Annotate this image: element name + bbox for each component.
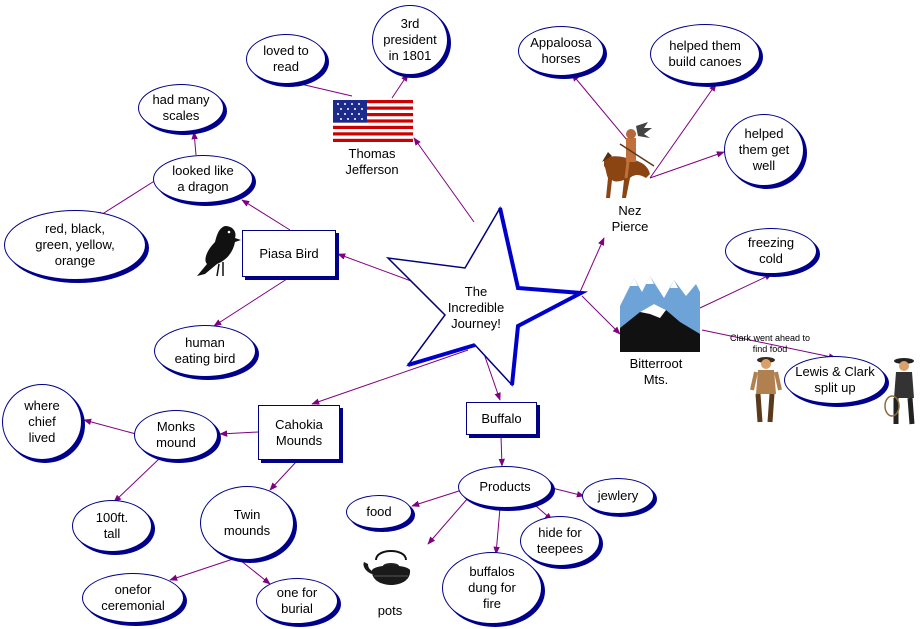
build-canoes-node[interactable]: helped them build canoes [650,24,760,84]
link-dragon-scales [191,131,198,156]
link-jefferson-loved [291,80,353,97]
link-dragon-colors [95,179,157,219]
explorer-lasso-icon [884,356,920,428]
snowy-mountain-icon [620,272,700,352]
pots-label[interactable]: pots [377,603,403,618]
products-node[interactable]: Products [458,466,552,508]
food-node[interactable]: food [346,495,412,529]
link-monks-chief [83,418,137,435]
link-twin-ceremonial [169,557,237,581]
get-well-node[interactable]: helped them get well [724,114,804,186]
freezing-cold-node[interactable]: freezing cold [725,228,817,274]
looked-like-dragon-node[interactable]: looked like a dragon [153,155,253,203]
hide-for-teepees-node[interactable]: hide for teepees [520,516,600,566]
lewis-clark-split-node[interactable]: Lewis & Clark split up [784,356,886,404]
clark-food-link-label: Clark went ahead to find food [729,333,811,354]
bitterroot-mts-label[interactable]: Bitterroot Mts. [629,356,683,387]
twin-mounds-node[interactable]: Twin mounds [200,486,294,560]
buffalo-dung-node[interactable]: buffalos dung for fire [442,552,542,624]
center-star [385,205,589,387]
link-jefferson-third [391,73,409,99]
link-nez-appaloosa [571,73,633,147]
link-cahokia-monks [219,430,259,437]
burial-node[interactable]: one for burial [256,578,338,624]
loved-to-read-node[interactable]: loved to read [246,34,326,84]
nez-pierce-label[interactable]: Nez Pierce [611,203,649,234]
link-nez-well [649,151,725,179]
native-rider-icon [600,122,658,200]
monks-mound-node[interactable]: Monks mound [134,410,218,460]
link-products-jewlery [551,487,585,498]
human-eating-bird-node[interactable]: human eating bird [154,325,256,377]
link-buffalo-products [498,435,505,467]
link-center-nez [579,237,605,293]
link-products-pots [427,497,469,545]
center-label[interactable]: The Incredible Journey! [447,284,505,331]
link-center-jefferson [413,137,475,223]
link-bitter-split [701,329,837,360]
cahokia-mounds-node[interactable]: Cahokia Mounds [258,405,340,460]
appaloosa-horses-node[interactable]: Appaloosa horses [518,26,604,76]
bird-colors-node[interactable]: red, black, green, yellow, orange [4,210,146,280]
link-piasa-human [213,276,291,327]
explorer-icon [750,354,782,426]
link-bitter-freezing [699,273,773,309]
link-piasa-dragon [241,199,291,231]
black-bird-icon [193,222,243,278]
link-cahokia-twin [269,461,297,491]
us-flag-icon [333,100,413,142]
link-products-dung [493,507,501,555]
many-scales-node[interactable]: had many scales [138,84,224,132]
ceremonial-node[interactable]: onefor ceremonial [82,573,184,623]
thomas-jefferson-label[interactable]: Thomas Jefferson [345,146,399,177]
where-chief-lived-node[interactable]: where chief lived [2,384,82,460]
teapot-icon [362,542,420,600]
link-center-cahokia [311,349,469,405]
100ft-tall-node[interactable]: 100ft. tall [72,500,152,552]
link-nez-canoes [649,83,717,179]
third-president-node[interactable]: 3rd president in 1801 [372,5,448,75]
piasa-bird-node[interactable]: Piasa Bird [242,230,336,277]
link-center-bitter [581,295,621,335]
link-twin-burial [239,559,271,585]
link-monks-tall [113,457,161,503]
buffalo-node[interactable]: Buffalo [466,402,537,435]
link-products-food [411,489,463,507]
jewlery-node[interactable]: jewlery [582,478,654,514]
